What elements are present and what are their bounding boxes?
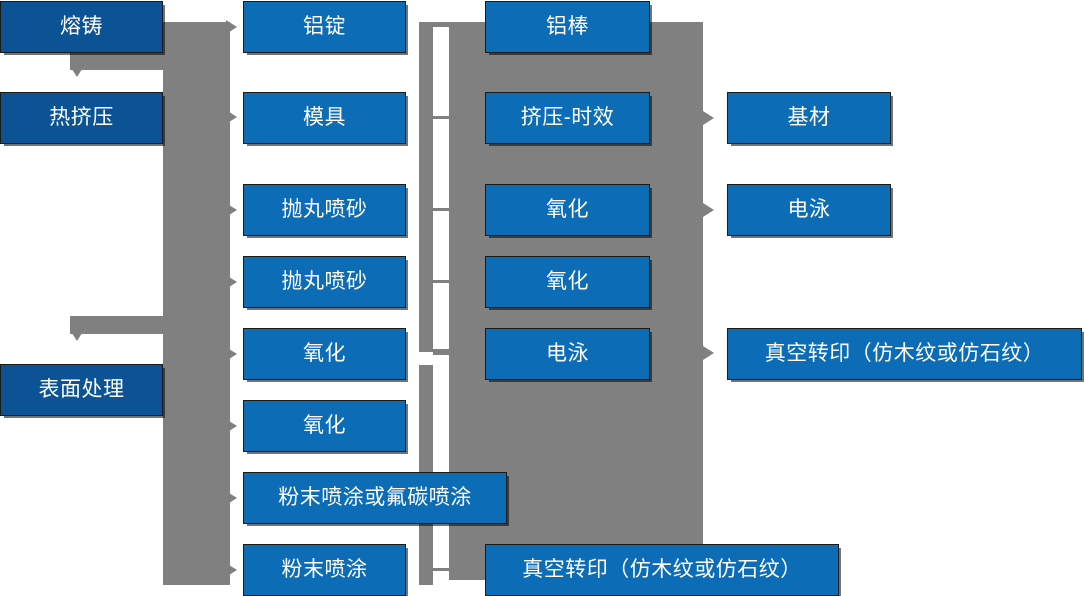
- tick-c3n4: [433, 280, 455, 283]
- node-label: 热挤压: [49, 105, 114, 129]
- node-label: 电泳: [546, 341, 589, 365]
- node-vacuum-transfer-c4[interactable]: 真空转印（仿木纹或仿石纹）: [727, 328, 1082, 380]
- node-oxidation-c3-1[interactable]: 氧化: [485, 184, 650, 236]
- node-base-material[interactable]: 基材: [727, 92, 891, 144]
- tick-c3n1: [433, 24, 455, 27]
- connector-elbow-surface: [70, 316, 170, 334]
- node-label: 抛丸喷砂: [281, 269, 368, 293]
- arrow-to-c4n3: [703, 346, 714, 360]
- arrow-to-c4n1: [703, 111, 714, 125]
- connector-rail-bridge-top: [419, 22, 465, 25]
- node-label: 氧化: [303, 341, 346, 365]
- arrow-to-c2n3: [226, 203, 237, 217]
- node-shot-blasting-2[interactable]: 抛丸喷砂: [243, 256, 406, 308]
- node-melt-casting[interactable]: 熔铸: [0, 1, 163, 53]
- node-label: 粉末喷涂: [281, 557, 368, 581]
- node-label: 铝锭: [303, 14, 346, 38]
- arrow-to-c2n4: [226, 275, 237, 289]
- arrow-to-c2n5: [226, 347, 237, 361]
- connector-arrow-down-to-extrusion: [70, 66, 84, 77]
- node-extrusion-aging[interactable]: 挤压-时效: [485, 92, 650, 144]
- node-powder-coating[interactable]: 粉末喷涂: [243, 544, 406, 596]
- node-label: 熔铸: [60, 14, 103, 38]
- tick-c3n5: [433, 352, 455, 355]
- node-oxidation-c2-2[interactable]: 氧化: [243, 400, 406, 452]
- node-aluminium-ingot[interactable]: 铝锭: [243, 1, 406, 53]
- tick-c3n2: [433, 116, 455, 119]
- node-electrophoresis-c3[interactable]: 电泳: [485, 328, 650, 380]
- node-label: 电泳: [787, 197, 831, 221]
- node-label: 氧化: [546, 197, 589, 221]
- node-label: 氧化: [546, 269, 589, 293]
- node-label: 表面处理: [38, 377, 125, 401]
- node-hot-extrusion[interactable]: 热挤压: [0, 92, 163, 144]
- node-mould[interactable]: 模具: [243, 92, 406, 144]
- node-label: 真空转印（仿木纹或仿石纹）: [764, 341, 1045, 365]
- connector-trunk-stage: [163, 22, 230, 585]
- node-label: 基材: [787, 105, 831, 129]
- node-oxidation-c3-2[interactable]: 氧化: [485, 256, 650, 308]
- connector-surface-to-trunk: [160, 386, 180, 389]
- node-label: 抛丸喷砂: [281, 197, 368, 221]
- node-aluminium-bar[interactable]: 铝棒: [485, 1, 650, 53]
- connector-elbow-extrusion: [70, 50, 170, 70]
- node-vacuum-transfer-c3[interactable]: 真空转印（仿木纹或仿石纹）: [485, 544, 839, 596]
- arrow-to-c2n8: [226, 563, 237, 577]
- node-electrophoresis-c4[interactable]: 电泳: [727, 184, 891, 236]
- connector-arrow-down-to-surface: [70, 330, 84, 341]
- node-label: 模具: [303, 105, 346, 129]
- node-label: 挤压-时效: [520, 105, 615, 129]
- node-label: 粉末喷涂或氟碳喷涂: [278, 485, 472, 509]
- node-surface-treatment[interactable]: 表面处理: [0, 364, 163, 416]
- arrow-to-c4n2: [703, 203, 714, 217]
- connector-rail-bridge-bottom: [419, 349, 465, 352]
- connector-stub-meltcast: [163, 22, 203, 32]
- arrow-to-c2n2: [226, 110, 237, 124]
- node-label: 氧化: [303, 413, 346, 437]
- node-label: 真空转印（仿木纹或仿石纹）: [522, 557, 802, 581]
- arrow-to-c2n1: [226, 20, 237, 34]
- arrow-to-c2n7: [226, 491, 237, 505]
- node-powder-or-fluorocarbon-coating[interactable]: 粉末喷涂或氟碳喷涂: [243, 472, 507, 524]
- node-label: 铝棒: [546, 14, 589, 38]
- node-oxidation-c2-1[interactable]: 氧化: [243, 328, 406, 380]
- connector-rail-left: [419, 22, 433, 352]
- tick-c3n3: [433, 208, 455, 211]
- arrow-to-c2n6: [226, 419, 237, 433]
- tick-c3n6: [433, 568, 455, 571]
- node-shot-blasting-1[interactable]: 抛丸喷砂: [243, 184, 406, 236]
